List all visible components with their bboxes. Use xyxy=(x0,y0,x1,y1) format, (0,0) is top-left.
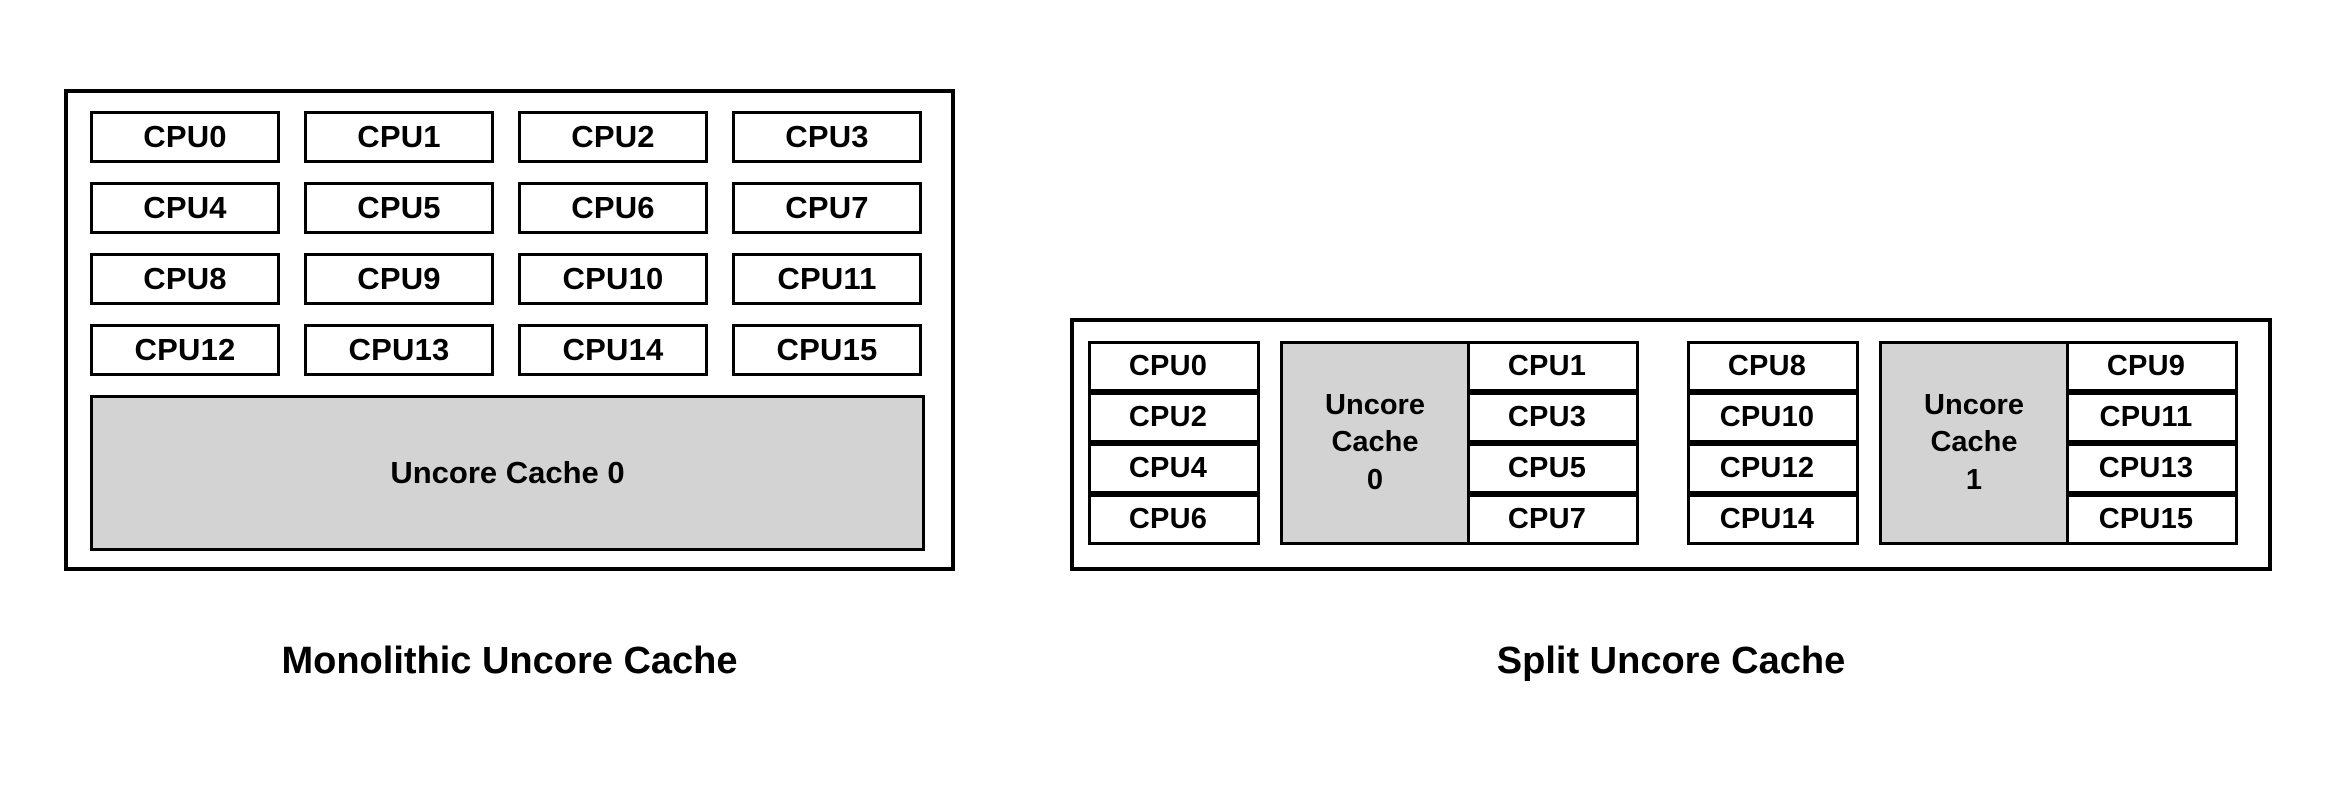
cpu-label: CPU10 xyxy=(1719,401,1815,433)
cpu-label: CPU4 xyxy=(1128,452,1208,484)
cpu-label: CPU9 xyxy=(2106,350,2186,382)
cpu-box-cpu7: CPU7 xyxy=(732,182,922,234)
cpu-box-cpu3: CPU3 xyxy=(732,111,922,163)
cpu-label: CPU5 xyxy=(1507,452,1587,484)
cpu-box-cpu2: CPU2 xyxy=(518,111,708,163)
uncore-cache-label-line2: Cache xyxy=(1930,426,2018,459)
cpu-box-cpu7: CPU7 xyxy=(1467,494,1639,545)
cpu-label: CPU0 xyxy=(143,119,227,154)
cpu-box-cpu15: CPU15 xyxy=(732,324,922,376)
cpu-box-cpu5: CPU5 xyxy=(304,182,494,234)
cpu-label: CPU2 xyxy=(1128,401,1208,433)
cpu-box-cpu5: CPU5 xyxy=(1467,443,1639,494)
cpu-box-cpu12: CPU12 xyxy=(90,324,280,376)
cpu-box-cpu4: CPU4 xyxy=(1088,443,1260,494)
caption-split-uncore-cache: Split Uncore Cache xyxy=(1496,640,1846,682)
cpu-box-cpu1: CPU1 xyxy=(1467,341,1639,392)
uncore-cache-label-line1: Uncore xyxy=(1924,389,2024,422)
cpu-label: CPU15 xyxy=(2098,503,2194,535)
cpu-label: CPU1 xyxy=(1507,350,1587,382)
cpu-box-cpu14: CPU14 xyxy=(1687,494,1859,545)
cpu-label: CPU11 xyxy=(2099,401,2193,433)
uncore-cache-label-line3: 1 xyxy=(1965,463,1983,496)
cpu-box-cpu11: CPU11 xyxy=(2066,392,2238,443)
cpu-box-cpu14: CPU14 xyxy=(518,324,708,376)
cpu-label: CPU14 xyxy=(562,332,664,367)
monolithic-uncore-cache-diagram: CPU0 CPU1 CPU2 CPU3 CPU4 CPU5 CPU6 CPU7 … xyxy=(64,89,955,571)
cpu-box-cpu11: CPU11 xyxy=(732,253,922,305)
cpu-label: CPU6 xyxy=(571,190,655,225)
cpu-box-cpu0: CPU0 xyxy=(1088,341,1260,392)
cpu-box-cpu9: CPU9 xyxy=(304,253,494,305)
cpu-box-cpu15: CPU15 xyxy=(2066,494,2238,545)
uncore-cache-label: Uncore Cache 0 xyxy=(390,455,625,491)
cpu-label: CPU5 xyxy=(357,190,441,225)
uncore-cache-label-line1: Uncore xyxy=(1325,389,1425,422)
cpu-box-cpu8: CPU8 xyxy=(90,253,280,305)
cpu-box-cpu13: CPU13 xyxy=(2066,443,2238,494)
cpu-label: CPU6 xyxy=(1128,503,1208,535)
cpu-box-cpu1: CPU1 xyxy=(304,111,494,163)
uncore-cache-0-block: Uncore Cache 0 xyxy=(90,395,925,551)
uncore-cache-label-line3: 0 xyxy=(1366,463,1384,496)
uncore-cache-label-line2: Cache xyxy=(1331,426,1419,459)
cpu-box-cpu10: CPU10 xyxy=(1687,392,1859,443)
cpu-box-cpu6: CPU6 xyxy=(518,182,708,234)
cpu-label: CPU3 xyxy=(1507,401,1587,433)
cpu-label: CPU7 xyxy=(785,190,869,225)
cpu-label: CPU13 xyxy=(2098,452,2194,484)
cpu-box-cpu4: CPU4 xyxy=(90,182,280,234)
cpu-box-cpu12: CPU12 xyxy=(1687,443,1859,494)
cpu-box-cpu10: CPU10 xyxy=(518,253,708,305)
cpu-box-cpu3: CPU3 xyxy=(1467,392,1639,443)
cpu-label: CPU15 xyxy=(776,332,878,367)
cpu-label: CPU8 xyxy=(143,261,227,296)
cpu-label: CPU1 xyxy=(357,119,441,154)
cpu-label: CPU9 xyxy=(357,261,441,296)
cpu-label: CPU0 xyxy=(1128,350,1208,382)
cpu-label: CPU14 xyxy=(1719,503,1815,535)
cpu-box-cpu2: CPU2 xyxy=(1088,392,1260,443)
cpu-label: CPU7 xyxy=(1507,503,1587,535)
uncore-cache-1-block: Uncore Cache 1 xyxy=(1879,341,2069,545)
cpu-label: CPU13 xyxy=(348,332,450,367)
cpu-label: CPU12 xyxy=(134,332,236,367)
cpu-label: CPU12 xyxy=(1719,452,1815,484)
cpu-label: CPU10 xyxy=(562,261,664,296)
split-uncore-cache-diagram: CPU0 CPU2 CPU4 CPU6 Uncore Cache 0 CPU1 … xyxy=(1070,318,2272,571)
cpu-label: CPU11 xyxy=(777,261,877,296)
cpu-label: CPU2 xyxy=(571,119,655,154)
cpu-box-cpu13: CPU13 xyxy=(304,324,494,376)
cpu-label: CPU8 xyxy=(1727,350,1807,382)
cpu-box-cpu9: CPU9 xyxy=(2066,341,2238,392)
cpu-box-cpu6: CPU6 xyxy=(1088,494,1260,545)
cpu-box-cpu8: CPU8 xyxy=(1687,341,1859,392)
cpu-label: CPU4 xyxy=(143,190,227,225)
caption-monolithic-uncore-cache: Monolithic Uncore Cache xyxy=(281,640,738,682)
cpu-label: CPU3 xyxy=(785,119,869,154)
uncore-cache-0-block: Uncore Cache 0 xyxy=(1280,341,1470,545)
cpu-box-cpu0: CPU0 xyxy=(90,111,280,163)
